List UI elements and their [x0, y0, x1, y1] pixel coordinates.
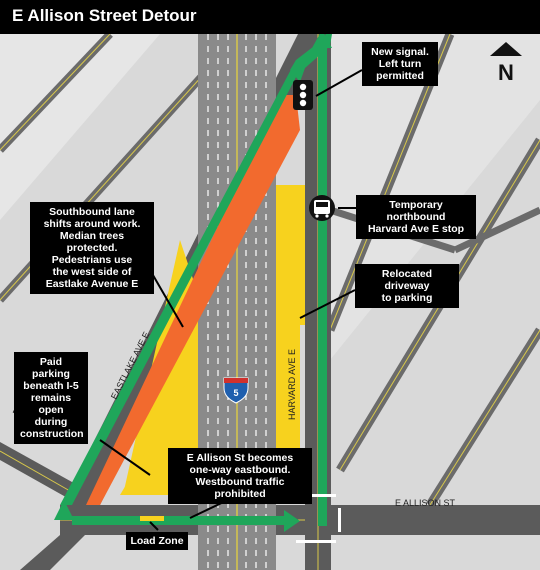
callout-line: to parking: [381, 292, 433, 304]
compass-letter: N: [498, 60, 514, 84]
callout-line: Median trees protected.: [59, 230, 125, 254]
title-bar: E Allison Street Detour: [0, 0, 540, 34]
callout-line: beneath I-5: [23, 380, 79, 392]
callout-line: during: [34, 416, 68, 428]
callout-line: the west side of: [52, 266, 132, 278]
callout-line: E Allison St becomes: [186, 452, 294, 464]
callout-parking: Paid parking beneath I-5 remains open du…: [14, 352, 88, 444]
callout-line: Eastlake Avenue E: [45, 278, 139, 290]
callout-allison: E Allison St becomes one-way eastbound. …: [168, 448, 312, 504]
callout-line: New signal.: [371, 46, 429, 58]
callout-bus-stop: Temporary northbound Harvard Ave E stop: [356, 195, 476, 239]
road-sw: [20, 535, 85, 570]
detour-eastbound-arrowhead: [284, 510, 300, 532]
callout-line: Temporary northbound: [386, 199, 446, 223]
interstate-shield-icon: [223, 377, 249, 404]
callout-load-zone: Load Zone: [126, 532, 188, 550]
callout-southbound: Southbound lane shifts around work. Medi…: [30, 202, 154, 294]
road-ne-4: [453, 206, 540, 254]
callout-line: Westbound traffic prohibited: [195, 476, 285, 500]
traffic-signal-icon: [293, 80, 313, 110]
north-arrow-icon: N: [490, 42, 522, 85]
crosswalks: [296, 494, 341, 543]
callout-line: Pedestrians use: [51, 254, 133, 266]
callout-new-signal: New signal. Left turn permitted: [362, 42, 438, 86]
callout-line: one-way eastbound.: [189, 464, 291, 476]
driveway-strip: [295, 185, 305, 325]
load-zone-marker: [140, 516, 164, 521]
callout-line: shifts around work.: [43, 218, 141, 230]
detour-southbound-arrowhead: [54, 500, 74, 520]
detour-harvard: [318, 40, 327, 526]
detour-eastlake: [60, 60, 305, 505]
road-nw-1-centerline: [0, 33, 111, 151]
road-se-1-centerline: [429, 329, 540, 506]
closed-lane: [86, 95, 300, 505]
detour-northbound-arrowhead: [312, 30, 332, 48]
page-title: E Allison Street Detour: [12, 6, 197, 25]
callout-line: Harvard Ave E stop: [367, 223, 465, 235]
callout-line: Southbound lane: [49, 206, 135, 218]
callout-line: Paid parking: [32, 356, 70, 380]
bus-icon: [309, 195, 335, 221]
callout-line: remains open: [30, 392, 72, 416]
callout-line: construction: [20, 428, 84, 440]
callout-driveway: Relocated driveway to parking: [355, 264, 459, 308]
north-arrow: N: [486, 40, 526, 85]
callout-line: Load Zone: [130, 535, 184, 547]
callout-line: Relocated driveway: [381, 268, 433, 292]
callout-line: permitted: [376, 70, 424, 82]
callout-line: Left turn: [378, 58, 422, 70]
block-northwest: [0, 34, 160, 220]
detour-allison: [72, 516, 287, 525]
allison-east-road: [330, 505, 540, 535]
